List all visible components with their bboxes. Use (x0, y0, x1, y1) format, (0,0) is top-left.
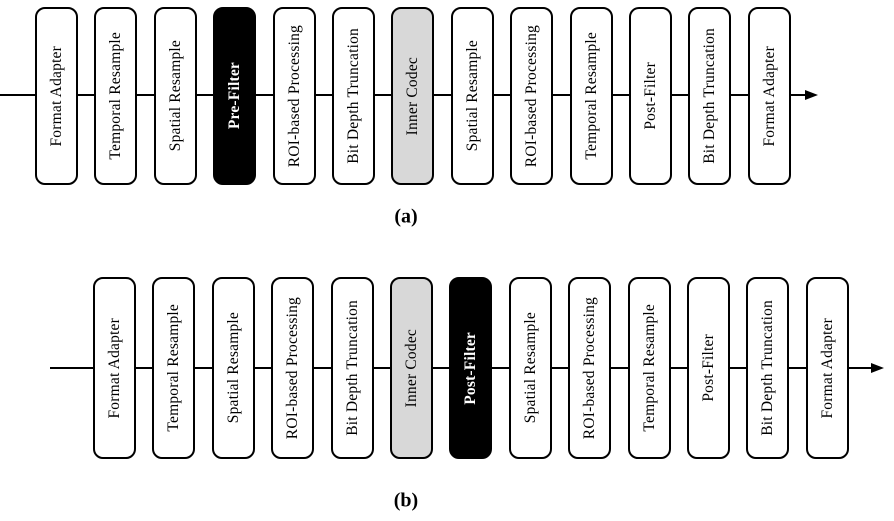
pipeline-b-box-1: Format Adapter (93, 277, 136, 459)
box-label: Spatial Resample (166, 40, 184, 152)
pipeline-a-arrow-right-icon (805, 90, 818, 100)
box-label: Temporal Resample (164, 304, 182, 432)
box-label: Bit Depth Truncation (343, 300, 361, 436)
box-label: ROI-based Processing (580, 296, 598, 440)
pipeline-b-box-4: ROI-based Processing (271, 277, 314, 459)
pipeline-b-box-12: Bit Depth Truncation (746, 277, 789, 459)
box-label: Bit Depth Truncation (758, 300, 776, 436)
box-label: Format Adapter (760, 45, 778, 147)
pipeline-a-box-3: Spatial Resample (154, 7, 197, 185)
box-label: Pre-Filter (225, 62, 243, 130)
box-label: Inner Codec (402, 328, 420, 408)
box-label: Temporal Resample (582, 32, 600, 160)
pipeline-a-box-4: Pre-Filter (213, 7, 256, 185)
box-label: Bit Depth Truncation (700, 28, 718, 164)
box-label: Post-Filter (461, 331, 479, 405)
pipeline-b-box-9: ROI-based Processing (568, 277, 611, 459)
pipeline-b-arrow-right-icon (871, 363, 884, 373)
box-label: Post-Filter (641, 62, 659, 130)
box-label: Post-Filter (699, 334, 717, 402)
pipeline-b-caption: (b) (393, 489, 419, 512)
pipeline-a-box-8: Spatial Resample (451, 7, 494, 185)
pipeline-b-box-5: Bit Depth Truncation (331, 277, 374, 459)
pipeline-a-box-7: Inner Codec (391, 7, 434, 185)
pipeline-b-box-10: Temporal Resample (628, 277, 671, 459)
pipeline-a-caption: (a) (394, 205, 418, 228)
pipeline-a-box-11: Post-Filter (629, 7, 672, 185)
pipeline-a-box-5: ROI-based Processing (273, 7, 316, 185)
box-label: Temporal Resample (640, 304, 658, 432)
pipeline-a-box-2: Temporal Resample (94, 7, 137, 185)
box-label: Format Adapter (47, 45, 65, 147)
pipeline-b-box-11: Post-Filter (687, 277, 730, 459)
box-label: Bit Depth Truncation (344, 28, 362, 164)
pipeline-a-box-1: Format Adapter (35, 7, 78, 185)
pipeline-b-box-7: Post-Filter (449, 277, 492, 459)
box-label: Temporal Resample (106, 32, 124, 160)
box-label: Spatial Resample (521, 312, 539, 424)
pipeline-a-box-6: Bit Depth Truncation (332, 7, 375, 185)
box-label: Format Adapter (818, 317, 836, 419)
box-label: Spatial Resample (463, 40, 481, 152)
pipeline-a-box-13: Format Adapter (748, 7, 791, 185)
box-label: ROI-based Processing (285, 24, 303, 168)
pipeline-a-box-9: ROI-based Processing (510, 7, 553, 185)
box-label: Inner Codec (403, 56, 421, 136)
pipeline-a-box-10: Temporal Resample (570, 7, 613, 185)
pipeline-a-box-12: Bit Depth Truncation (688, 7, 731, 185)
pipeline-b-box-8: Spatial Resample (509, 277, 552, 459)
box-label: ROI-based Processing (522, 24, 540, 168)
pipeline-b-box-13: Format Adapter (806, 277, 849, 459)
box-label: ROI-based Processing (283, 296, 301, 440)
pipeline-b-box-3: Spatial Resample (212, 277, 255, 459)
pipeline-b-box-2: Temporal Resample (152, 277, 195, 459)
pipeline-b-box-6: Inner Codec (390, 277, 433, 459)
box-label: Format Adapter (105, 317, 123, 419)
box-label: Spatial Resample (224, 312, 242, 424)
